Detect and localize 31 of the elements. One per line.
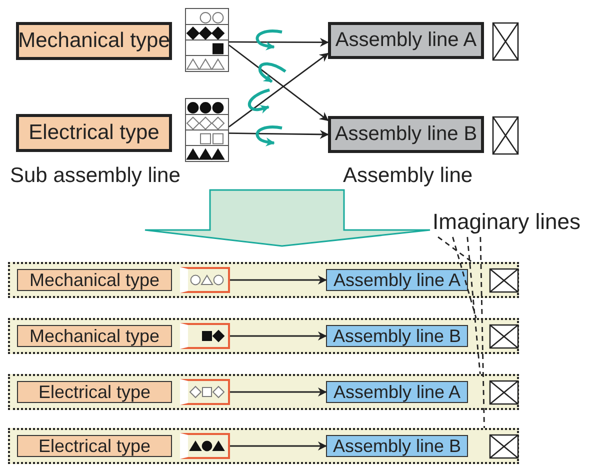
- leader-line: [438, 236, 472, 263]
- parts-box: [180, 267, 230, 293]
- dotted-band: [8, 318, 519, 354]
- parts-box: [180, 379, 230, 405]
- parts-rack: [185, 8, 229, 72]
- dotted-band: [8, 374, 519, 410]
- process-box: Mechanical type: [17, 325, 172, 347]
- process-box: Mechanical type: [16, 22, 172, 60]
- arrow: [228, 52, 329, 128]
- section-label: Sub assembly line: [10, 164, 180, 188]
- parts-box: [180, 433, 230, 459]
- arrow: [229, 38, 329, 47]
- leader-line: [466, 236, 481, 374]
- arrow: [229, 130, 329, 139]
- arrow: [230, 442, 327, 450]
- dotted-band: [8, 262, 519, 298]
- arrow: [228, 44, 329, 121]
- parts-box: [180, 323, 230, 349]
- arrow: [230, 332, 327, 340]
- arrow: [230, 388, 327, 396]
- callout-text: Imaginary lines: [425, 207, 588, 237]
- leader-line: [452, 236, 477, 318]
- dotted-band: [8, 428, 519, 464]
- process-box: Electrical type: [16, 114, 172, 152]
- arrow: [230, 276, 327, 284]
- process-box: Mechanical type: [17, 269, 172, 291]
- process-box: Electrical type: [17, 381, 172, 403]
- section-label: Assembly line: [343, 164, 473, 188]
- leader-line: [480, 236, 485, 428]
- process-box: Electrical type: [17, 435, 172, 457]
- parts-rack: [185, 98, 229, 162]
